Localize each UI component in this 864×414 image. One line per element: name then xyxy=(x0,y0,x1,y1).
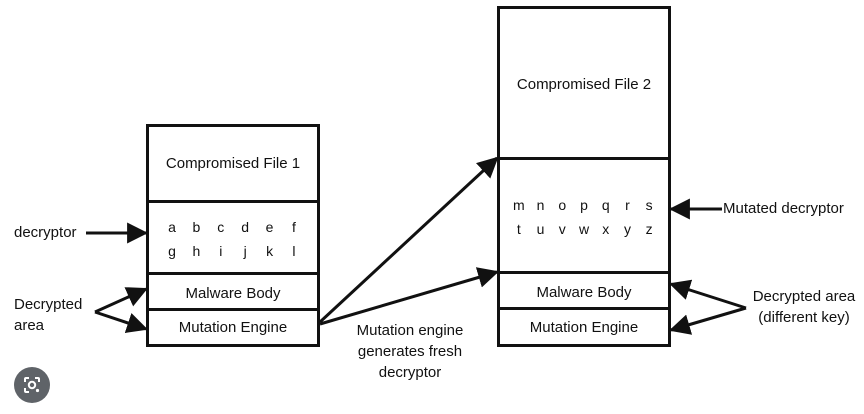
compromised-file-2: Compromised File 2 m n o p q r s t u v w… xyxy=(497,6,671,347)
letter: a xyxy=(168,219,176,235)
file2-title: Compromised File 2 xyxy=(516,76,652,93)
file1-title: Compromised File 1 xyxy=(165,155,301,172)
decrypted-area-arrow-body xyxy=(94,287,148,314)
letter: x xyxy=(602,221,610,237)
letter: r xyxy=(625,197,630,213)
letter: b xyxy=(192,219,201,235)
mutation-to-decryptor-arrow xyxy=(318,156,499,324)
letter: p xyxy=(580,197,588,213)
mutation-engine-caption: Mutation engine generates fresh decrypto… xyxy=(340,320,480,383)
decrypted-area-line2: area xyxy=(14,317,45,334)
letter: h xyxy=(192,243,201,259)
letter: m xyxy=(513,197,525,213)
google-lens-icon[interactable] xyxy=(14,367,50,403)
file2-mutation-engine: Mutation Engine xyxy=(500,307,668,344)
letter: c xyxy=(217,219,225,235)
letter: t xyxy=(516,221,521,237)
letter: u xyxy=(536,221,545,237)
letter: j xyxy=(243,243,247,259)
file1-mutation-engine: Mutation Engine xyxy=(149,308,317,344)
letter: z xyxy=(645,221,653,237)
file2-letters-row1: m n o p q r s xyxy=(508,193,660,217)
letter: f xyxy=(292,219,296,235)
file1-decryptor-section: a b c d e f g h i j k l xyxy=(149,200,317,275)
letter: l xyxy=(292,243,296,259)
lens-glyph xyxy=(24,377,40,393)
decrypted-area-line1: Decrypted xyxy=(14,296,83,313)
letter: e xyxy=(265,219,274,235)
mutation-caption-line2: generates fresh xyxy=(357,343,463,360)
decrypted-area-arrow-engine xyxy=(94,310,148,333)
letter: d xyxy=(241,219,250,235)
decrypted-diff-arrow-engine xyxy=(668,306,747,335)
decrypted-area-label: Decrypted area xyxy=(14,294,82,336)
letter: w xyxy=(578,221,590,237)
letter: q xyxy=(601,197,610,213)
file2-malware-body: Malware Body xyxy=(500,271,668,310)
file1-letters-row1: a b c d e f xyxy=(161,215,305,239)
letter: g xyxy=(168,243,176,259)
mutation-caption-line1: Mutation engine xyxy=(356,322,464,339)
file1-malware-body: Malware Body xyxy=(149,272,317,311)
file2-decryptor-section: m n o p q r s t u v w x y z xyxy=(500,157,668,274)
file1-letters-row2: g h i j k l xyxy=(161,239,305,263)
decrypted-diff-arrow-body xyxy=(668,279,747,310)
letter: i xyxy=(219,243,223,259)
file2-letters-row2: t u v w x y z xyxy=(508,217,660,241)
letter: k xyxy=(266,243,274,259)
mutation-to-body-arrow xyxy=(319,267,500,326)
mutation-caption-line3: decryptor xyxy=(378,364,442,381)
compromised-file-1: Compromised File 1 a b c d e f g h i j k… xyxy=(146,124,320,347)
decrypted-diff-line2: (different key) xyxy=(758,309,850,326)
decrypted-area-different-key-label: Decrypted area (different key) xyxy=(748,286,860,328)
letter: n xyxy=(536,197,545,213)
letter: s xyxy=(645,197,653,213)
decryptor-label: decryptor xyxy=(14,224,77,241)
decrypted-diff-line1: Decrypted area xyxy=(752,288,856,305)
letter: o xyxy=(558,197,567,213)
letter: v xyxy=(558,221,566,237)
letter: y xyxy=(623,221,631,237)
mutated-decryptor-label: Mutated decryptor xyxy=(723,200,844,217)
